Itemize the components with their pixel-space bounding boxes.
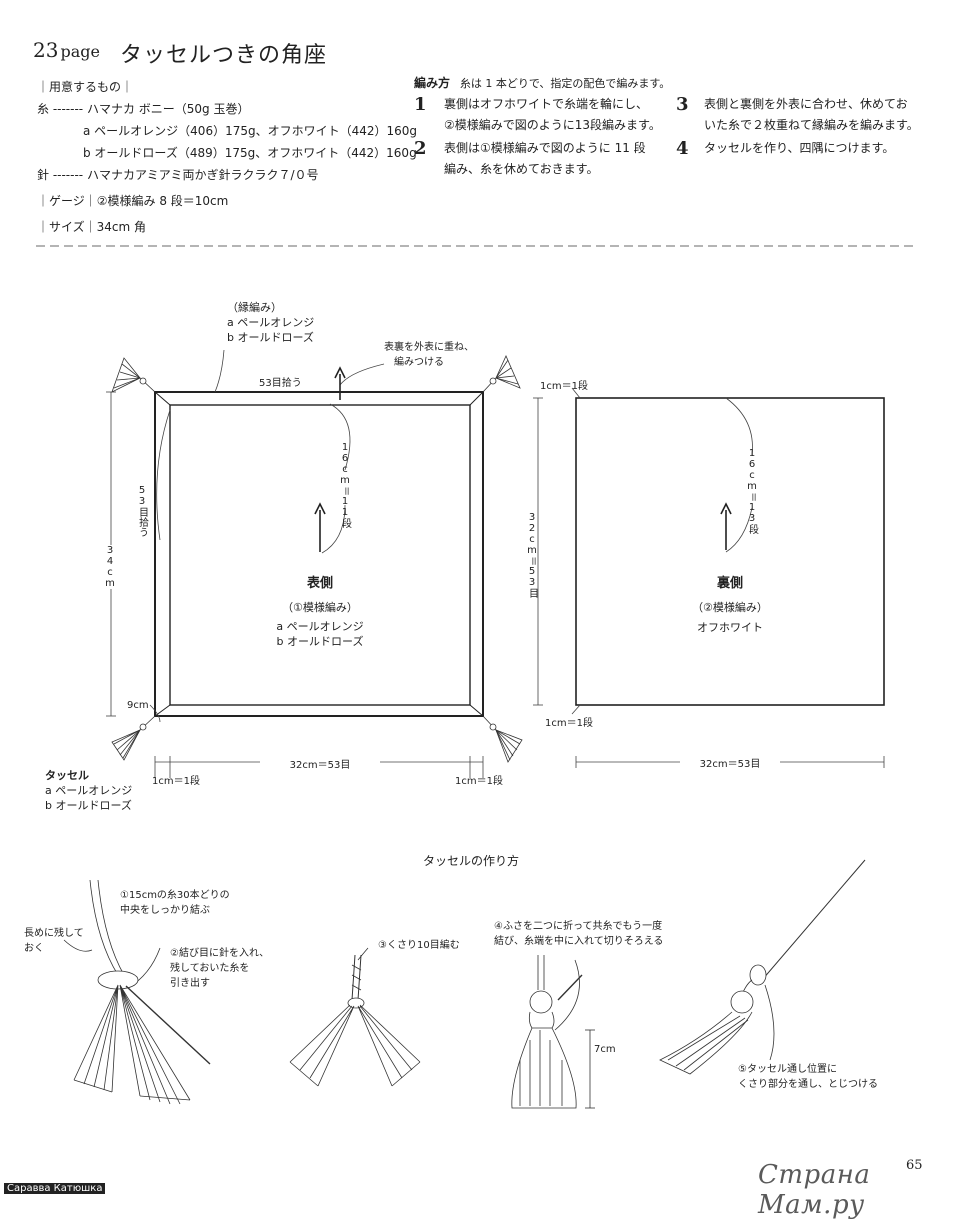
size: ｜サイズ｜34cm 角 (37, 220, 147, 234)
needle-line: 針 ------- ハマナカアミアミ両かぎ針ラクラク７/０号 (37, 168, 319, 182)
step-4: 4 タッセルを作り、四隅につけます。 (676, 138, 946, 159)
tassel-illustration-3 (511, 955, 595, 1109)
instructions-note: 糸は 1 本どりで、指定の配色で編みます。 (459, 77, 671, 90)
step-4-line1: タッセルを作り、四隅につけます。 (704, 141, 895, 155)
yarn-line: 糸 ------- ハマナカ ボニー（50g 玉巻） (37, 102, 250, 116)
tassel-step-2: ②結び目に針を入れ、 残しておいた糸を 引き出す (170, 948, 270, 989)
front-title-block: 表側 （①模様編み） a ペールオレンジ b オールドローズ (220, 572, 420, 649)
watermark: Страна Мам.ру (758, 1160, 871, 1220)
edging-color-a: a ペールオレンジ (227, 316, 315, 329)
tassel-bottom-right (482, 715, 523, 763)
join-note-line1: 表裏を外表に重ね、 (384, 342, 474, 353)
tassel-illustration-1 (63, 879, 211, 1105)
credit-tag: Саравва Катюшка (4, 1183, 106, 1194)
front-rows-label: 16cm＝11段 (339, 442, 351, 528)
front-edge-right: 1cm＝1段 (455, 776, 503, 787)
edging-color-b: b オールドローズ (227, 331, 314, 344)
tassel-step-5: ⑤タッセル通し位置に くさり部分を通し、とじつける (738, 1064, 878, 1090)
tassel-color-a: a ペールオレンジ (45, 784, 133, 797)
tassel-howto-title: タッセルの作り方 (423, 854, 520, 868)
back-height-label: 32cm＝53目 (526, 512, 538, 598)
back-edge-bottom: 1cm＝1段 (545, 718, 593, 729)
tassel-step-3: ③くさり10目編む (378, 940, 460, 951)
step-2-line1: 表側は①模様編みで図のように 11 段 (444, 141, 646, 155)
tassel-bottom-left (111, 715, 156, 761)
join-note-line2: 編みつける (394, 357, 444, 368)
page-title: タッセルつきの角座 (120, 43, 328, 68)
front-title: 表側 (306, 576, 333, 591)
pick-side-label: 53目拾う (136, 485, 148, 537)
front-height-label: 34cm (104, 545, 116, 589)
step-2: 2 表側は①模様編みで図のように 11 段 編み、糸を休めておきます。 (414, 138, 674, 180)
step-3-line2: いた糸で２枚重ねて縁編みを編みます。 (704, 118, 919, 132)
back-rows-label: 16cm＝13段 (746, 448, 758, 534)
step-2-number: 2 (414, 138, 427, 159)
tassel-step-1: ①15cmの糸30本どりの 中央をしっかり結ぶ (120, 890, 230, 916)
step-3-line1: 表側と裏側を外表に合わせ、休めてお (704, 97, 908, 111)
footer-page-number: 65 (906, 1158, 923, 1173)
front-color-b: b オールドローズ (276, 635, 364, 648)
yarn-a: a ペールオレンジ（406）175g、オフホワイト（442）160g (83, 124, 418, 138)
instructions-heading: 編み方 (414, 76, 451, 90)
back-edge-top: 1cm＝1段 (540, 381, 588, 392)
step-1-line1: 裏側はオフホワイトで糸端を輪にし、 (444, 97, 649, 111)
back-title-block: 裏側 （②模様編み） オフホワイト (630, 572, 830, 635)
leave-long-note: 長めに残して おく (24, 928, 84, 954)
back-title: 裏側 (716, 576, 743, 591)
front-inner-frame (169, 404, 471, 706)
front-color-a: a ペールオレンジ (276, 620, 364, 633)
step-4-number: 4 (676, 138, 689, 159)
step-1-line2: ②模様編みで図のように13段編みます。 (444, 118, 661, 132)
pick-top-label: 53目拾う (259, 374, 302, 389)
materials-heading: ｜用意するもの｜ (37, 80, 134, 94)
edging-label: （縁編み） (227, 301, 282, 314)
tassel-label: タッセル (45, 769, 89, 782)
front-edge-left: 1cm＝1段 (152, 776, 200, 787)
tassel-color-b: b オールドローズ (45, 799, 132, 812)
page-number: 23 (33, 38, 59, 62)
page-word: page (60, 42, 100, 61)
step-2-line2: 編み、糸を休めておきます。 (444, 162, 599, 176)
edging-legend: （縁編み） a ペールオレンジ b オールドローズ (227, 300, 314, 345)
yarn-b: b オールドローズ（489）175g、オフホワイト（442）160g (83, 146, 417, 160)
front-pattern: （①模様編み） (282, 601, 358, 614)
front-width-label: 32cm＝53目 (260, 756, 380, 771)
back-color: オフホワイト (697, 621, 763, 634)
back-frame (575, 397, 885, 706)
back-pattern: （②模様編み） (692, 601, 768, 614)
tassel-top-right (482, 355, 521, 393)
tassel-top-left (111, 357, 156, 393)
tassel-length-label: 7cm (594, 1044, 616, 1055)
step-1: 1 裏側はオフホワイトで糸端を輪にし、 ②模様編みで図のように13段編みます。 (414, 94, 674, 136)
back-width-label: 32cm＝53目 (680, 755, 780, 770)
tassel-illustration-4 (659, 859, 866, 1075)
instructions-heading-row: 編み方 糸は 1 本どりで、指定の配色で編みます。 (414, 74, 670, 91)
join-note: 表裏を外表に重ね、 編みつける (384, 340, 474, 370)
step-3: 3 表側と裏側を外表に合わせ、休めてお いた糸で２枚重ねて縁編みを編みます。 (676, 94, 946, 136)
gauge: ｜ゲージ｜②模様編み 8 段＝10cm (37, 194, 229, 208)
tassel-legend: タッセル a ペールオレンジ b オールドローズ (45, 768, 132, 813)
corner-label: 9cm (127, 700, 149, 711)
step-3-number: 3 (676, 94, 689, 115)
tassel-illustration-2 (289, 947, 421, 1087)
tassel-step-4: ④ふさを二つに折って共糸でもう一度 結び、糸端を中に入れて切りそろえる (494, 921, 664, 947)
step-1-number: 1 (414, 94, 427, 115)
materials-block: ｜用意するもの｜ 糸 ------- ハマナカ ボニー（50g 玉巻） a ペー… (37, 76, 417, 238)
front-outer-frame (154, 391, 484, 717)
